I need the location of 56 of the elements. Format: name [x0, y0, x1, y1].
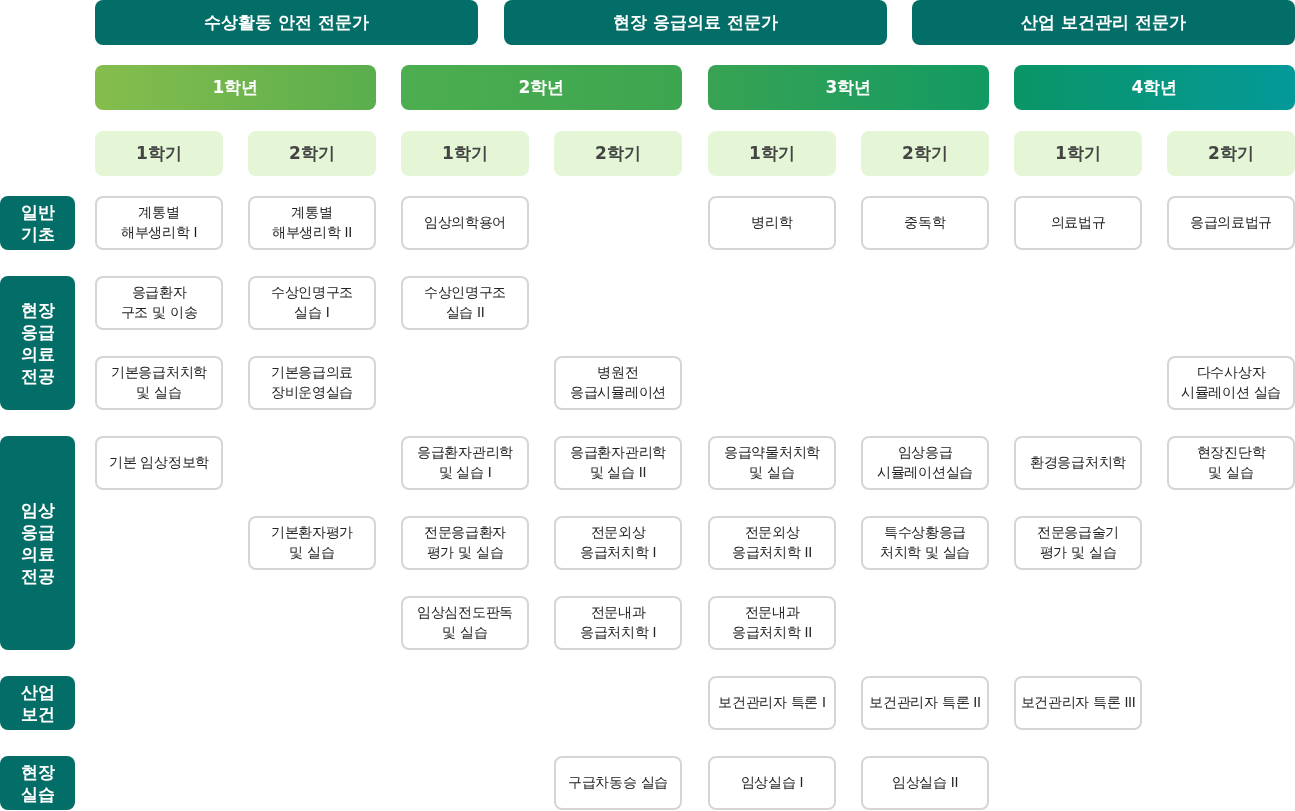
course-card: 중독학 — [861, 196, 989, 250]
course-card: 특수상황응급 처치학 및 실습 — [861, 516, 989, 570]
course-card: 임상심전도판독 및 실습 — [401, 596, 529, 650]
semester-header: 2학기 — [1167, 131, 1295, 176]
category-label: 산업 보건 — [0, 676, 75, 730]
semester-header: 2학기 — [248, 131, 376, 176]
semester-header: 2학기 — [861, 131, 989, 176]
course-card: 임상응급 시뮬레이션실습 — [861, 436, 989, 490]
course-card: 전문내과 응급처치학 II — [708, 596, 836, 650]
course-card: 전문내과 응급처치학 I — [554, 596, 682, 650]
semester-header: 1학기 — [401, 131, 529, 176]
course-card: 보건관리자 특론 I — [708, 676, 836, 730]
course-card: 구급차동승 실습 — [554, 756, 682, 810]
course-card: 기본 임상정보학 — [95, 436, 223, 490]
category-label: 현장 응급 의료 전공 — [0, 276, 75, 410]
track-header: 수상활동 안전 전문가 — [95, 0, 478, 45]
course-card: 병원전 응급시뮬레이션 — [554, 356, 682, 410]
course-card: 임상실습 II — [861, 756, 989, 810]
year-header: 3학년 — [708, 65, 989, 110]
course-card: 현장진단학 및 실습 — [1167, 436, 1295, 490]
course-card: 병리학 — [708, 196, 836, 250]
semester-header: 1학기 — [708, 131, 836, 176]
track-header: 산업 보건관리 전문가 — [912, 0, 1295, 45]
course-card: 기본환자평가 및 실습 — [248, 516, 376, 570]
year-header: 2학년 — [401, 65, 682, 110]
course-card: 전문응급환자 평가 및 실습 — [401, 516, 529, 570]
course-card: 임상실습 I — [708, 756, 836, 810]
course-card: 임상의학용어 — [401, 196, 529, 250]
course-card: 전문외상 응급처치학 I — [554, 516, 682, 570]
course-card: 응급환자관리학 및 실습 II — [554, 436, 682, 490]
semester-header: 1학기 — [1014, 131, 1142, 176]
course-card: 계통별 해부생리학 I — [95, 196, 223, 250]
semester-header: 2학기 — [554, 131, 682, 176]
course-card: 다수사상자 시뮬레이션 실습 — [1167, 356, 1295, 410]
semester-header: 1학기 — [95, 131, 223, 176]
course-card: 환경응급처치학 — [1014, 436, 1142, 490]
category-label: 현장 실습 — [0, 756, 75, 810]
course-card: 의료법규 — [1014, 196, 1142, 250]
course-card: 보건관리자 특론 II — [861, 676, 989, 730]
course-card: 응급의료법규 — [1167, 196, 1295, 250]
course-card: 보건관리자 특론 III — [1014, 676, 1142, 730]
year-header: 1학년 — [95, 65, 376, 110]
category-label: 일반 기초 — [0, 196, 75, 250]
course-card: 전문응급술기 평가 및 실습 — [1014, 516, 1142, 570]
course-card: 응급약물처치학 및 실습 — [708, 436, 836, 490]
course-card: 수상인명구조 실습 II — [401, 276, 529, 330]
track-header: 현장 응급의료 전문가 — [504, 0, 887, 45]
course-card: 수상인명구조 실습 I — [248, 276, 376, 330]
course-card: 기본응급처치학 및 실습 — [95, 356, 223, 410]
category-label: 임상 응급 의료 전공 — [0, 436, 75, 650]
course-card: 기본응급의료 장비운영실습 — [248, 356, 376, 410]
course-card: 응급환자관리학 및 실습 I — [401, 436, 529, 490]
course-card: 전문외상 응급처치학 II — [708, 516, 836, 570]
course-card: 응급환자 구조 및 이송 — [95, 276, 223, 330]
year-header: 4학년 — [1014, 65, 1295, 110]
course-card: 계통별 해부생리학 II — [248, 196, 376, 250]
